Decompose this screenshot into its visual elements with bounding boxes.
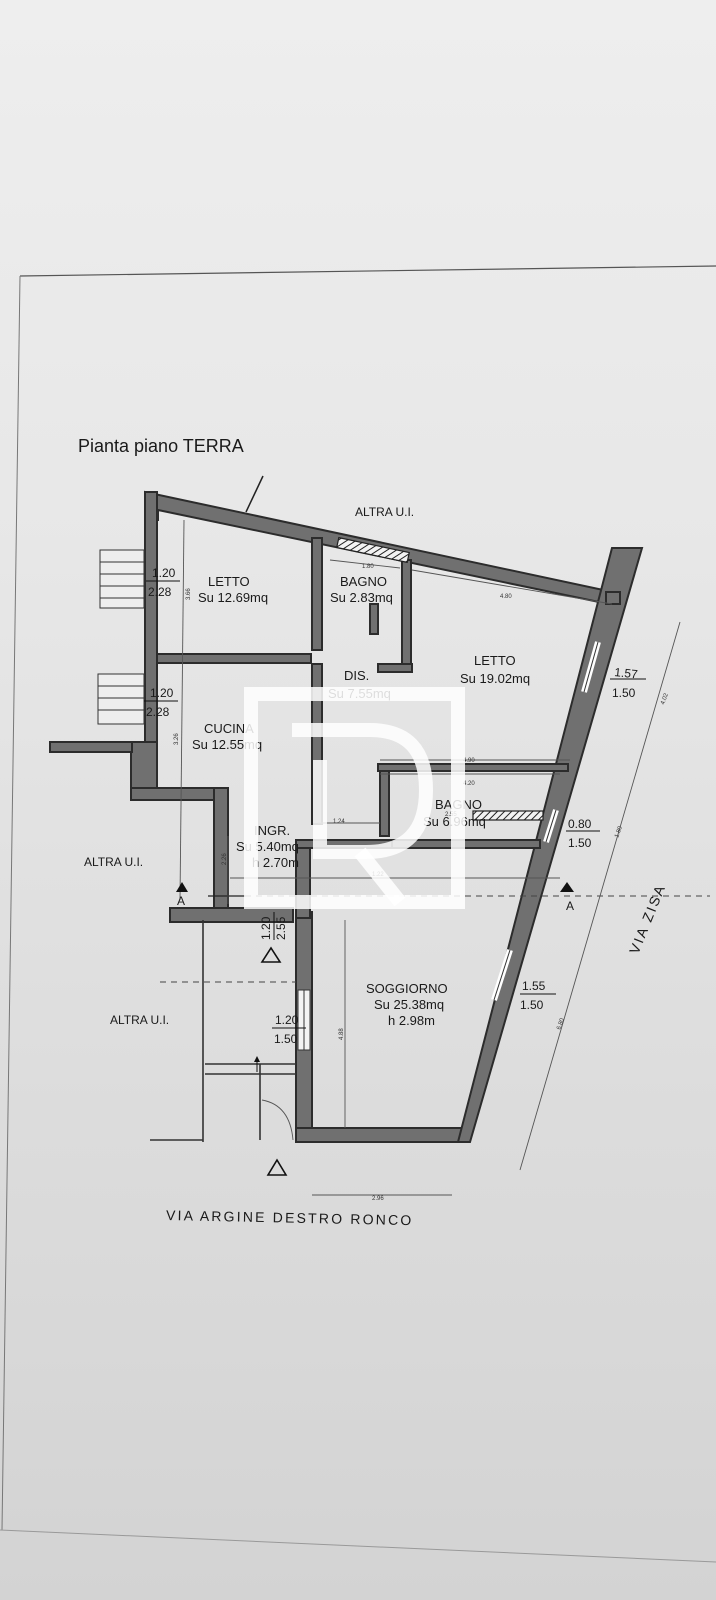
sheet-border-bottom — [0, 1529, 716, 1563]
opening-bottom: 2.28 — [148, 585, 172, 599]
fraction-bars — [144, 580, 646, 1029]
section-mark-right-arrow — [560, 882, 574, 892]
dim-label: 4.20 — [463, 781, 475, 787]
watermark-logo — [244, 687, 465, 909]
stairs-letto — [99, 549, 145, 609]
dimension-lines — [179, 519, 681, 1196]
street-label-bottom: VIA ARGINE DESTRO RONCO — [166, 1207, 414, 1228]
opening-bottom: 2.55 — [274, 916, 288, 940]
room-name: INGR. — [254, 823, 290, 838]
room-letto-1: LETTO Su 12.69mq — [198, 574, 268, 605]
dim-label: 4.90 — [463, 758, 475, 764]
section-mark-left: A — [177, 894, 185, 908]
dim-label: 4.02 — [660, 692, 670, 706]
room-name: DIS. — [344, 668, 369, 683]
section-mark-right: A — [566, 899, 574, 913]
section-mark-left-arrow — [176, 882, 188, 892]
opening-top: 0.80 — [568, 817, 592, 831]
entrance-triangle-ingresso — [260, 946, 282, 963]
shaft-hatch-top — [336, 536, 410, 564]
plan-title: Pianta piano TERRA — [78, 436, 244, 456]
neighbor-label-top: ALTRA U.I. — [355, 505, 414, 519]
room-height: h 2.98m — [388, 1013, 435, 1028]
dim-label: 1.80 — [362, 564, 374, 570]
opening-bottom: 1.50 — [568, 836, 592, 850]
opening-bottom: 1.50 — [274, 1032, 298, 1046]
opening-top: 1.55 — [522, 979, 546, 993]
room-area: Su 12.69mq — [198, 590, 268, 605]
room-name: LETTO — [208, 574, 250, 589]
opening-top: 1.57 — [614, 665, 639, 681]
room-letto-2: LETTO Su 19.02mq — [460, 653, 530, 686]
sheet-border-top — [19, 265, 716, 277]
stairs-cucina — [97, 673, 145, 725]
room-name: LETTO — [474, 653, 516, 668]
dim-label: 1.24 — [333, 819, 345, 825]
room-name: CUCINA — [204, 721, 254, 736]
room-bagno-1: BAGNO Su 2.83mq — [330, 574, 393, 605]
windows-right — [491, 641, 601, 1001]
opening-top: 1.20 — [275, 1013, 299, 1027]
dim-label: 3.26 — [174, 733, 180, 745]
title-leader — [245, 475, 264, 513]
entrance-triangle-street — [266, 1158, 288, 1176]
dim-label: 2.26 — [222, 853, 228, 865]
dim-label: 6.80 — [556, 1017, 566, 1031]
neighbor-label-lower: ALTRA U.I. — [110, 1013, 169, 1027]
neighbor-label-left: ALTRA U.I. — [84, 855, 143, 869]
stair-arrow-head — [254, 1056, 260, 1062]
opening-bottom: 1.50 — [612, 686, 636, 700]
dim-label: 2.96 — [372, 1196, 384, 1202]
opening-top: 1.20 — [150, 686, 174, 700]
opening-top: 1.20 — [152, 566, 176, 580]
dim-label: 3.66 — [186, 588, 192, 600]
room-name: BAGNO — [340, 574, 387, 589]
room-area: Su 25.38mq — [374, 997, 444, 1012]
dim-label: 4.80 — [500, 594, 512, 600]
dim-label: 1.80 — [614, 825, 624, 839]
sheet-border-left — [1, 275, 21, 1531]
room-name: SOGGIORNO — [366, 981, 448, 996]
room-soggiorno: SOGGIORNO Su 25.38mq h 2.98m — [366, 981, 448, 1028]
dim-label: 4.88 — [339, 1028, 345, 1040]
shaft-hatch-bagno — [472, 810, 544, 821]
opening-top: 1.20 — [259, 916, 273, 940]
room-area: Su 2.83mq — [330, 590, 393, 605]
opening-bottom: 2.28 — [146, 705, 170, 719]
room-area: Su 19.02mq — [460, 671, 530, 686]
opening-bottom: 1.50 — [520, 998, 544, 1012]
street-label-right: VIA ZISA — [626, 881, 669, 956]
room-height: h 2.70m — [252, 855, 299, 870]
